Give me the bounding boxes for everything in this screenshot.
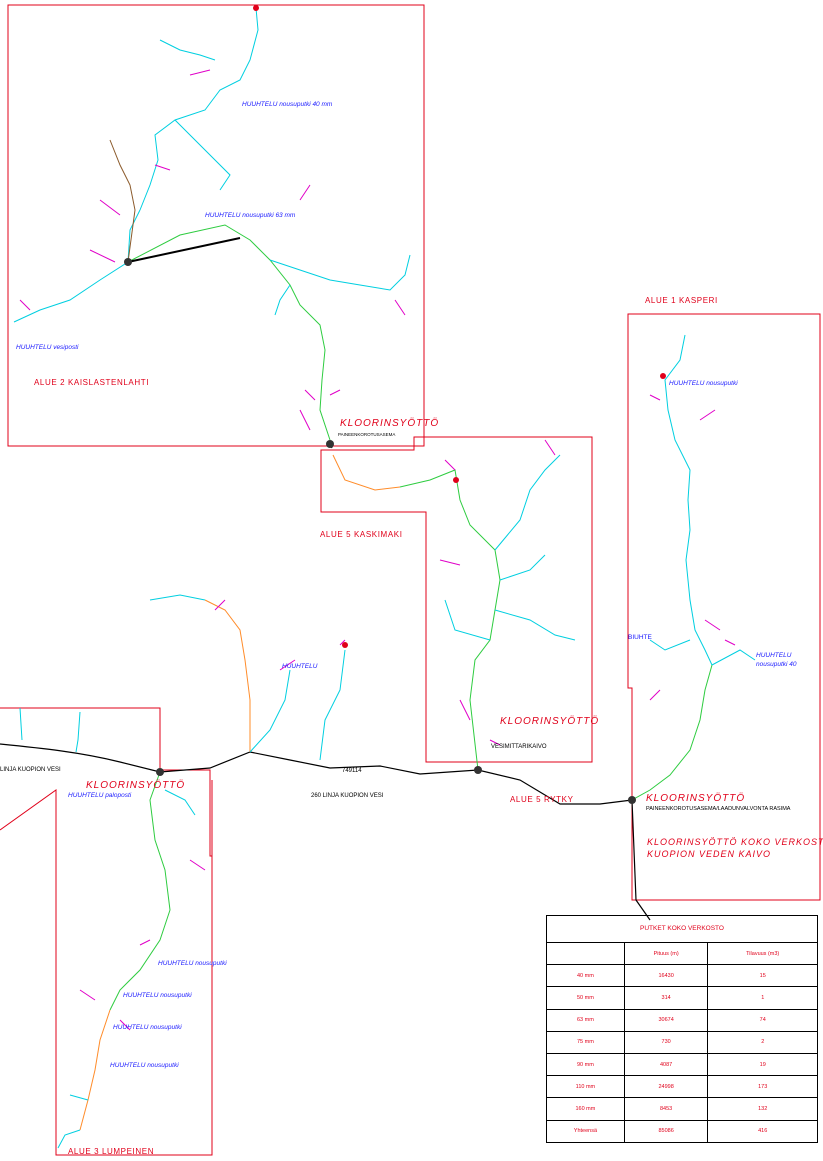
area-2-label: ALUE 2 KAISLASTENLAHTI — [34, 378, 150, 387]
area-2-station-node — [124, 258, 132, 266]
table-cell: 24998 — [623, 1075, 709, 1099]
flush-label-63mm: HUUHTELU nousuputki 63 mm — [205, 212, 296, 219]
area-5-kaskimaki-label: ALUE 5 KASKIMAKI — [320, 530, 403, 539]
table-cell: 132 — [707, 1097, 818, 1121]
flush-label-central: HUUHTELU — [282, 663, 318, 670]
table-header-row: Pituus (m) Tilavuus (m3) — [546, 941, 818, 966]
table-cell: 75 mm — [546, 1030, 625, 1055]
line-label-left: LINJA KUOPION VESI — [0, 767, 61, 773]
pump-station-area2-label: PAINEENKOROTUSASEMA — [338, 432, 396, 437]
area-2-chlorination-node — [326, 440, 334, 448]
area-boundaries — [0, 4, 821, 1156]
area-1-label: ALUE 1 KASPERI — [645, 296, 718, 305]
table-header: Tilavuus (m3) — [707, 941, 818, 966]
area-2-network — [13, 7, 411, 441]
table-cell: 8453 — [623, 1097, 709, 1121]
area-1-chlorination-node — [628, 796, 636, 804]
flush-label-paloposti: HUUHTELU paloposti — [68, 792, 132, 799]
meter-well-label: VESIMITTARIKAIVO — [491, 744, 547, 750]
flush-label-l1: HUUHTELU nousuputki — [158, 960, 227, 967]
table-cell: 40 mm — [546, 964, 625, 988]
table-cell: 314 — [623, 986, 709, 1010]
table-cell: 30674 — [623, 1008, 709, 1032]
central-network — [149, 594, 346, 761]
table-cell: Yhteensä — [546, 1119, 625, 1144]
table-cell: 4087 — [623, 1052, 709, 1077]
flush-label-l2: HUUHTELU nousuputki — [123, 992, 192, 999]
endpoint-node — [253, 5, 259, 11]
pipe-blue-label: BIUHTE — [628, 634, 652, 641]
table-cell: 19 — [707, 1052, 818, 1077]
table-cell: 110 mm — [546, 1075, 625, 1099]
pipes-summary-table: PUTKET KOKO VERKOSTO Pituus (m) Tilavuus… — [546, 915, 818, 1144]
area-3-label: ALUE 3 LUMPEINEN — [68, 1147, 155, 1156]
table-header: Pituus (m) — [623, 941, 709, 966]
area-2-boundary — [7, 4, 425, 447]
table-header — [546, 941, 625, 966]
table-cell: 2 — [707, 1030, 818, 1055]
area-3-network — [19, 707, 206, 1149]
area-3-chlorination-node — [156, 768, 164, 776]
flush-label-vesiposti: HUUHTELU vesiposti — [16, 344, 79, 351]
flush-label-area1: HUUHTELU nousuputki — [669, 380, 738, 387]
flush-label-l3: HUUHTELU nousuputki — [113, 1024, 182, 1031]
table-cell: 15 — [707, 964, 818, 988]
table-cell: 85086 — [623, 1119, 709, 1144]
kuopio-well-label: KUOPION VEDEN KAIVO — [647, 849, 772, 859]
chlorination-label-area2: KLOORINSYÖTTÖ — [340, 418, 440, 429]
area-5-rytky-node — [474, 766, 482, 774]
table-title: PUTKET KOKO VERKOSTO — [546, 915, 818, 943]
table-cell: 16430 — [623, 964, 709, 988]
line-number-label: 749114 — [342, 768, 362, 774]
chlorination-label-rytky: KLOORINSYÖTTÖ — [646, 793, 746, 804]
flush-label-area1-right2: nousuputki 40 — [756, 661, 797, 668]
table-cell: 63 mm — [546, 1008, 625, 1032]
chlorination-label-area5: KLOORINSYÖTTÖ — [500, 716, 600, 727]
table-cell: 160 mm — [546, 1097, 625, 1121]
table-cell: 730 — [623, 1030, 709, 1055]
area-5-node — [453, 477, 459, 483]
chlorination-all-label: KLOORINSYÖTTÖ KOKO VERKOSTOON — [647, 837, 823, 847]
flush-label-area1-right: HUUHTELU — [756, 652, 792, 659]
table-cell: 90 mm — [546, 1052, 625, 1077]
table-cell: 416 — [707, 1119, 818, 1144]
area-5-kaskimaki-boundary — [320, 436, 593, 763]
area-5-network — [332, 439, 576, 771]
flush-label-40mm: HUUHTELU nousuputki 40 mm — [242, 101, 333, 108]
main-line — [0, 443, 651, 921]
flush-label-l4: HUUHTELU nousuputki — [110, 1062, 179, 1069]
table-cell: 74 — [707, 1008, 818, 1032]
table-cell: 173 — [707, 1075, 818, 1099]
pressure-station-label: PAINEENKOROTUSASEMA/LAADUNVALVONTA RASIM… — [646, 806, 791, 812]
area-3-lower-boundary — [55, 780, 213, 1156]
area-1-network — [631, 334, 756, 801]
central-node — [342, 642, 348, 648]
area-1-node — [660, 373, 666, 379]
line-label-center: 260 LINJA KUOPION VESI — [311, 793, 384, 799]
chlorination-label-area3: KLOORINSYÖTTÖ — [86, 780, 186, 791]
table-cell: 50 mm — [546, 986, 625, 1010]
table-cell: 1 — [707, 986, 818, 1010]
area-1-boundary — [627, 313, 821, 901]
area-3-boundary — [0, 707, 213, 1156]
area-5-rytky-label: ALUE 5 RYTKY — [510, 795, 574, 804]
